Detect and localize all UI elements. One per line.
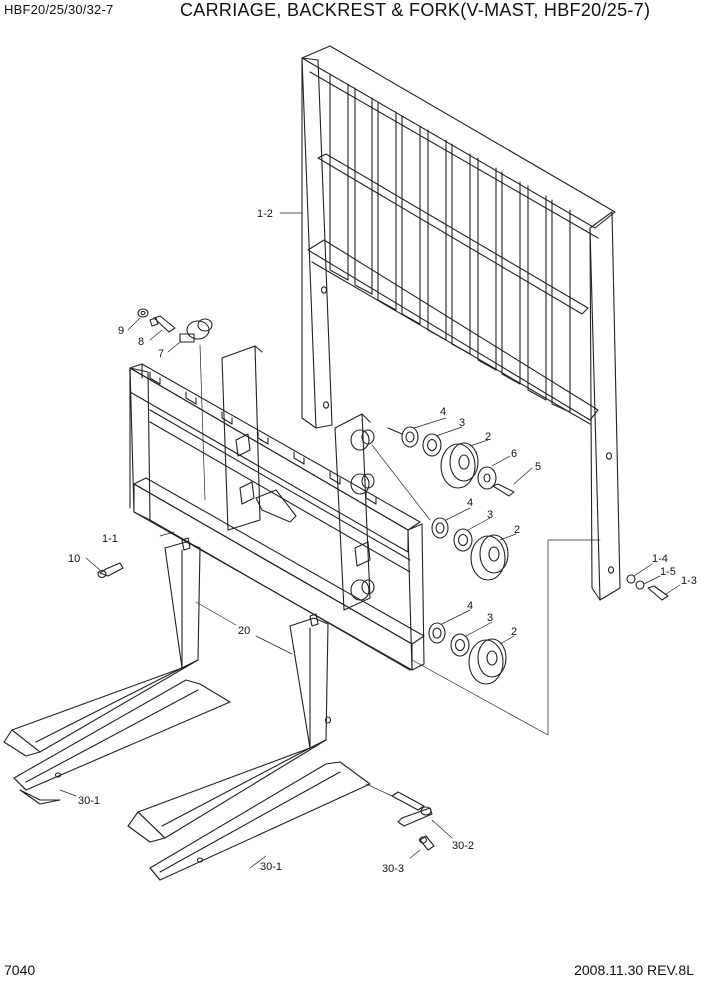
callout-bolt-10: 10 (68, 553, 80, 565)
roller-stack-middle (431, 517, 509, 581)
fork-right (127, 613, 371, 881)
backrest-vertical-bars (329, 74, 571, 413)
callout-washer-3-lower: 3 (487, 612, 493, 624)
roller-stack-lower (428, 622, 507, 685)
callout-fork-30-1-left: 30-1 (78, 795, 100, 807)
callout-shim-4-lower: 4 (467, 600, 473, 612)
bolt-10 (97, 562, 124, 579)
callout-washer-3-upper: 3 (459, 417, 465, 429)
callout-shim-4-middle: 4 (467, 497, 473, 509)
callout-washer-3-middle: 3 (487, 509, 493, 521)
fork-bolt-30-3 (418, 835, 435, 851)
callout-bearing-2-middle: 2 (514, 524, 520, 536)
callout-nut-9: 9 (118, 325, 124, 337)
backrest-assembly (301, 45, 621, 601)
page-number: 7040 (4, 962, 36, 978)
fork-lock-pin (365, 783, 433, 827)
callout-bolt-5: 5 (535, 461, 541, 473)
carriage-stub-rollers (350, 429, 375, 601)
callout-washer-1-4: 1-4 (652, 553, 668, 565)
fork-left (3, 537, 231, 805)
model-code: HBF20/25/30/32-7 (4, 2, 114, 17)
carriage-assembly (129, 344, 425, 671)
nut-9 (137, 308, 149, 318)
callout-bolt-1-3: 1-3 (681, 575, 697, 587)
callout-bolt-30-3: 30-3 (382, 863, 404, 875)
date-revision: 2008.11.30 REV.8L (574, 962, 694, 978)
page-title: CARRIAGE, BACKREST & FORK(V-MAST, HBF20/… (180, 0, 651, 20)
callout-bolt-8: 8 (138, 336, 144, 348)
callout-bearing-2-lower: 2 (511, 626, 517, 638)
callout-bearing-2-upper: 2 (485, 431, 491, 443)
callout-fork-30-1-right: 30-1 (260, 861, 282, 873)
backrest-bolt-set (626, 574, 669, 601)
side-roller-7 (179, 318, 213, 343)
roller-stack-upper (387, 426, 515, 497)
callout-roller-7: 7 (158, 348, 164, 360)
callout-fork-assy-20: 20 (238, 625, 250, 637)
callout-carriage: 1-1 (102, 533, 118, 545)
callout-washer-6: 6 (511, 448, 517, 460)
callout-shim-4-upper: 4 (440, 406, 446, 418)
callout-lock-pin-30-2: 30-2 (452, 840, 474, 852)
label-leaders (59, 212, 681, 869)
bolt-8 (149, 315, 176, 333)
callout-washer-1-5: 1-5 (660, 566, 676, 578)
callout-backrest: 1-2 (257, 208, 273, 220)
